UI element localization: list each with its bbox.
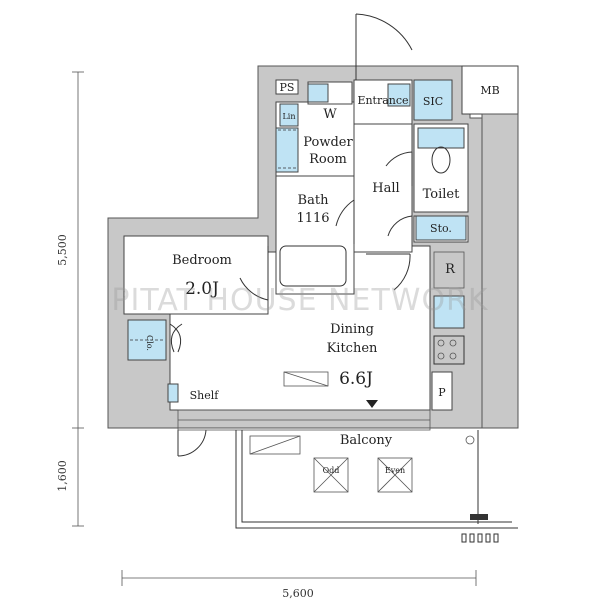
even-label: Even xyxy=(385,466,405,475)
r-label: R xyxy=(445,262,456,277)
odd-label: Odd xyxy=(323,466,340,475)
powder-room-label-2: Room xyxy=(309,152,347,167)
sto-label: Sto. xyxy=(430,222,452,235)
balcony xyxy=(235,430,518,543)
bath-label-2: 1116 xyxy=(296,211,329,226)
bath-area xyxy=(275,175,355,295)
balcony-label: Balcony xyxy=(340,433,393,448)
shelf-fixture xyxy=(167,383,179,403)
toilet-basin-area xyxy=(417,127,465,149)
entry-arrow xyxy=(366,400,378,408)
doors xyxy=(177,13,413,457)
watermark: PITAT HOUSE NETWORK xyxy=(111,283,488,318)
bedroom-label: Bedroom xyxy=(172,253,232,268)
sto-closet xyxy=(415,215,467,241)
mb-box xyxy=(461,65,519,115)
sic-label: SIC xyxy=(423,95,443,108)
w-fixture xyxy=(307,83,329,103)
bedroom-size: 2.0J xyxy=(185,279,219,299)
shelf-label: Shelf xyxy=(190,389,220,402)
p-label: P xyxy=(438,386,446,399)
kitchen-sink xyxy=(433,295,465,329)
mb-label: MB xyxy=(480,84,499,97)
p-area xyxy=(431,371,453,411)
bath-label-1: Bath xyxy=(298,193,330,208)
height-balcony-dimension: 1,600 xyxy=(56,460,69,492)
w-label: W xyxy=(323,107,337,122)
ps-area xyxy=(275,79,299,95)
entrance-label: Entrance xyxy=(357,94,408,107)
hall-label: Hall xyxy=(372,181,399,196)
lin-label: Lin xyxy=(282,112,295,121)
sic-closet xyxy=(413,79,453,121)
powder-sink xyxy=(275,127,299,173)
powder-room-label-1: Powder xyxy=(303,135,353,150)
windows xyxy=(177,400,431,431)
clo-label: Clo. xyxy=(145,335,154,351)
entrance-fixture xyxy=(387,83,411,107)
hall-area xyxy=(353,123,413,253)
dk-label-2: Kitchen xyxy=(327,341,378,356)
lin-closet xyxy=(279,103,299,127)
fixture-details xyxy=(130,129,465,387)
width-dimension: 5,600 xyxy=(282,587,314,600)
height-main-dimension: 5,500 xyxy=(56,234,69,266)
dk-label-1: Dining xyxy=(330,322,374,337)
dk-size: 6.6J xyxy=(339,369,373,389)
dimension-lines xyxy=(72,71,477,586)
ps-label: PS xyxy=(280,81,295,94)
even-hatch xyxy=(377,457,413,493)
toilet-label: Toilet xyxy=(423,187,460,202)
odd-hatch xyxy=(313,457,349,493)
